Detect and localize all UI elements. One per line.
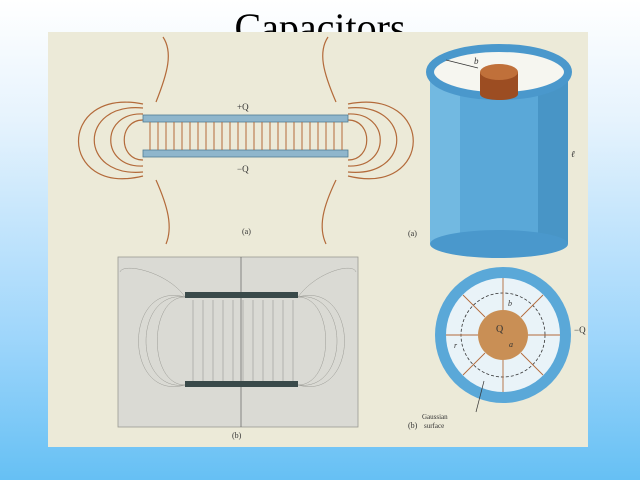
radius-a-label: a — [509, 340, 513, 349]
radius-b-label: b — [474, 56, 479, 66]
gaussian-label-1: Gaussian — [422, 413, 448, 421]
top-plate — [142, 114, 349, 123]
cylinder-panel-label: (a) — [408, 229, 417, 238]
photo-bottom-plate — [185, 381, 298, 387]
plus-q-label: +Q — [237, 102, 249, 112]
photo-top-plate — [185, 292, 298, 298]
outer-charge-label: −Q — [574, 325, 586, 335]
inner-charge-label: Q — [496, 324, 504, 335]
fringe-field-lines — [78, 36, 414, 245]
capacitor-figure: +Q −Q (a) b ℓ (a) — [48, 32, 588, 447]
gaussian-label-2: surface — [424, 422, 444, 430]
minus-q-label: −Q — [237, 164, 249, 174]
length-label: ℓ — [571, 149, 575, 159]
inner-core — [478, 310, 528, 360]
panel-a-label: (a) — [242, 227, 251, 236]
cross-section-panel-label: (b) — [408, 421, 418, 430]
inner-conductor — [480, 72, 518, 100]
parallel-plate-diagram: +Q −Q (a) — [78, 36, 414, 245]
bottom-plate — [142, 149, 349, 158]
cylinder-cross-section: Q −Q a b r (b) Gaussian surface — [408, 267, 586, 430]
capacitor-diagrams: +Q −Q (a) b ℓ (a) — [78, 36, 586, 440]
radius-b2-label: b — [508, 299, 512, 308]
radius-r-label: r — [454, 341, 458, 350]
uniform-field-lines — [149, 122, 343, 150]
panel-b-label: (b) — [232, 431, 242, 440]
field-line-photo: (b) — [117, 256, 359, 440]
cylindrical-capacitor: b ℓ (a) — [408, 44, 575, 258]
